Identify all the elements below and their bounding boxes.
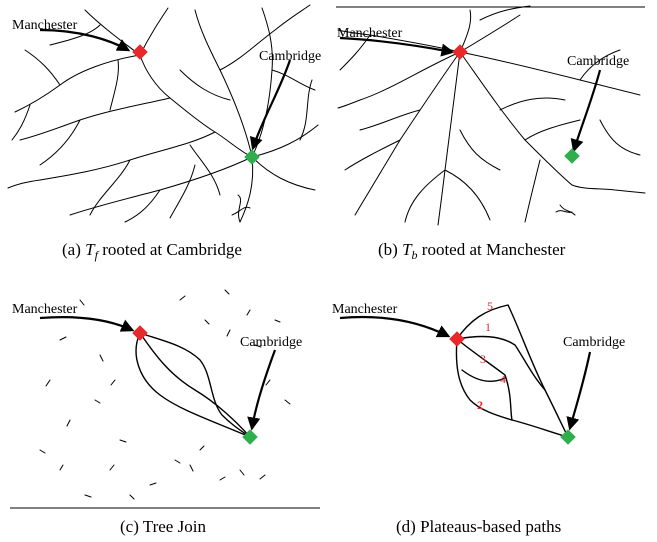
caption-a: (a) Tf rooted at Cambridge <box>62 240 242 262</box>
fragments <box>39 289 291 500</box>
manchester-marker <box>132 44 148 60</box>
cambridge-label: Cambridge <box>259 49 321 64</box>
panel-d-plateaus: Manchester Cambridge 5 1 3 4 2 (d) Plate… <box>332 299 625 536</box>
cambridge-label: Cambridge <box>240 335 302 350</box>
manchester-label: Manchester <box>12 18 78 33</box>
panel-b-backward-tree: Manchester Cambridge (b) Tb rooted at Ma… <box>336 5 646 262</box>
panel-c-tree-join: Manchester Cambridge (c) Tree Join <box>10 289 320 536</box>
plateau-number-2: 2 <box>477 398 483 412</box>
manchester-arrow <box>339 36 455 57</box>
plateau-number-3: 3 <box>480 352 486 366</box>
manchester-label: Manchester <box>337 26 403 41</box>
road-network <box>337 5 646 226</box>
manchester-arrow <box>339 315 451 338</box>
manchester-marker <box>132 325 148 341</box>
cambridge-arrow <box>570 69 602 153</box>
cambridge-label: Cambridge <box>563 335 625 350</box>
manchester-arrow <box>39 28 131 52</box>
manchester-label: Manchester <box>12 302 78 317</box>
cambridge-arrow <box>249 59 292 151</box>
caption-c: (c) Tree Join <box>120 517 206 536</box>
cambridge-arrow <box>247 349 277 431</box>
manchester-label: Manchester <box>332 302 398 317</box>
caption-d: (d) Plateaus-based paths <box>396 517 561 536</box>
cambridge-marker <box>244 149 260 165</box>
road-network <box>7 4 319 223</box>
joined-paths <box>135 332 251 438</box>
plateau-number-4: 4 <box>500 372 506 386</box>
cambridge-label: Cambridge <box>567 54 629 69</box>
caption-b: (b) Tb rooted at Manchester <box>378 240 566 262</box>
manchester-marker <box>452 44 468 60</box>
cambridge-arrow <box>566 351 592 431</box>
panel-a-forward-tree: Manchester Cambridge (a) Tf rooted at Ca… <box>7 4 321 262</box>
plateau-paths <box>455 304 569 438</box>
manchester-marker <box>449 331 465 347</box>
plateau-number-5: 5 <box>487 299 493 313</box>
cambridge-marker <box>560 429 576 445</box>
cambridge-marker <box>242 429 258 445</box>
cambridge-marker <box>564 148 580 164</box>
manchester-arrow <box>39 316 135 332</box>
plateau-number-1: 1 <box>485 320 491 334</box>
